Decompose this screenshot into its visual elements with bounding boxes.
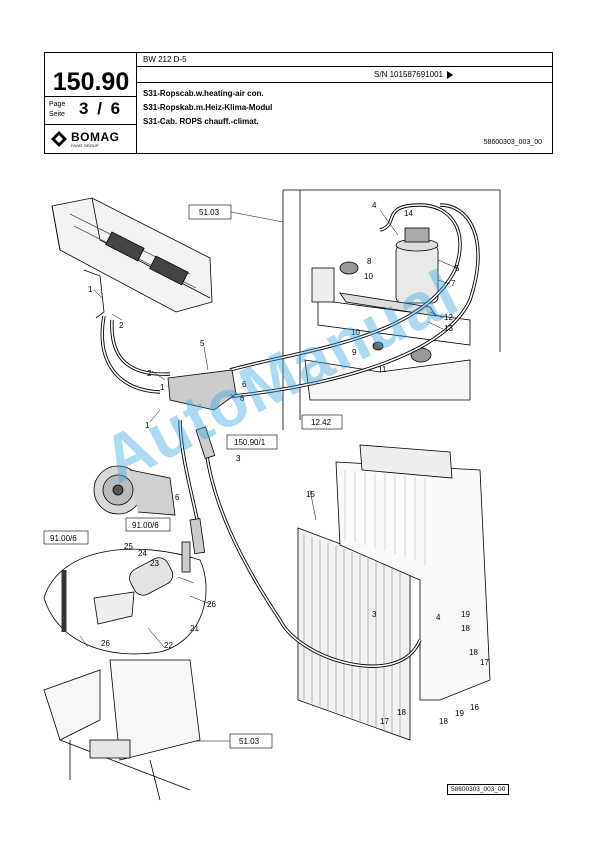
- brand-logo: BOMAG FAYAT GROUP: [45, 125, 137, 153]
- callout-label: 18: [469, 648, 478, 657]
- doc-reference: 58600303_003_00: [483, 139, 542, 146]
- brand-subtitle: FAYAT GROUP: [71, 143, 99, 148]
- header-block: 150.90 Page Seite 3 / 6 BOMAG FAYAT GROU…: [44, 52, 553, 154]
- callout-label: 3: [236, 454, 241, 463]
- ref-box-12-42: [301, 414, 343, 430]
- ref-label-51-03-top: 51.03: [199, 208, 220, 217]
- callout-label: 13: [444, 324, 453, 333]
- callout-label: 3: [372, 610, 377, 619]
- title-fr: S31-Cab. ROPS chauff.-climat.: [143, 117, 259, 126]
- callout-label: 4: [436, 613, 441, 622]
- callout-label: 14: [404, 209, 413, 218]
- ref-box-51-03-top: [188, 204, 232, 220]
- callout-label: 8: [367, 257, 372, 266]
- ref-label-91-00-6-left: 91.00/6: [50, 534, 77, 543]
- model-row: BW 212 D-5: [137, 53, 553, 67]
- page-label-de: Seite: [49, 111, 65, 118]
- callout-label: 17: [380, 717, 389, 726]
- callout-label: 7: [451, 279, 456, 288]
- parts-drawing: 51.03 12.42 150.90/1 91.00/6 91.00/6 51.…: [43, 189, 501, 801]
- ref-label-150-90-1: 150.90/1: [234, 438, 266, 447]
- callout-label: 18: [439, 717, 448, 726]
- condenser-illustration: [297, 444, 491, 741]
- callout-label: 19: [461, 610, 470, 619]
- receiver-drier-illustration: [339, 227, 439, 363]
- ref-box-150-90-1: [226, 434, 278, 450]
- play-arrow-icon: [447, 71, 453, 79]
- callout-label: 26: [207, 600, 216, 609]
- model-name: BW 212 D-5: [143, 55, 187, 64]
- page-indicator: Page Seite 3 / 6: [45, 97, 137, 125]
- fittings-illustration: [167, 369, 237, 573]
- callout-label: 2: [119, 321, 124, 330]
- ref-label-51-03-bottom: 51.03: [239, 737, 260, 746]
- callout-label: 26: [101, 639, 110, 648]
- compressor-illustration: [93, 465, 176, 516]
- page-fraction: 3 / 6: [79, 99, 122, 119]
- ref-label-91-00-6-right: 91.00/6: [132, 521, 159, 530]
- page-total: 6: [110, 99, 123, 118]
- callout-label: 5: [200, 339, 205, 348]
- serial-row: S/N 101587691001: [137, 67, 553, 83]
- serial-number: S/N 101587691001: [374, 70, 443, 79]
- callout-label: 18: [397, 708, 406, 717]
- page-labels: Page Seite: [49, 100, 65, 120]
- ref-box-91-00-6-left: [43, 530, 89, 545]
- heater-unit-illustration: [51, 197, 213, 319]
- header-left-panel: 150.90 Page Seite 3 / 6 BOMAG FAYAT GROU…: [45, 53, 137, 153]
- callout-label: 10: [351, 328, 360, 337]
- callout-label: 1: [88, 285, 93, 294]
- page-current: 3: [79, 99, 91, 118]
- title-de: S31-Ropskab.m.Heiz-Klima-Modul: [143, 103, 273, 112]
- callout-label: 21: [190, 624, 199, 633]
- callout-group: 1 2 2 1 5 6 3 4 14 8 10 5 7 12 13 10 9 1…: [88, 201, 489, 726]
- callout-label: 1: [145, 421, 150, 430]
- callout-label: 11: [378, 365, 387, 374]
- callout-label: 25: [124, 542, 133, 551]
- callout-label: 6: [242, 380, 247, 389]
- callout-label: 10: [364, 272, 373, 281]
- page-label-en: Page: [49, 101, 66, 108]
- callout-label: 4: [372, 201, 377, 210]
- chassis-illustration: [43, 659, 201, 801]
- callout-label: 15: [306, 490, 315, 499]
- callout-label: 16: [470, 703, 479, 712]
- callout-label: 2: [147, 369, 152, 378]
- callout-label: 6: [240, 394, 245, 403]
- callout-label: 18: [461, 624, 470, 633]
- title-list: S31-Ropscab.w.heating-air con. S31-Ropsk…: [143, 87, 272, 129]
- callout-label: 24: [138, 549, 147, 558]
- callout-label: 23: [150, 559, 159, 568]
- ref-box-91-00-6-right: [125, 517, 171, 532]
- drier-inset-illustration: [43, 548, 207, 655]
- ref-label-12-42: 12.42: [311, 418, 332, 427]
- callout-label: 19: [455, 709, 464, 718]
- callout-label: 22: [164, 641, 173, 650]
- page-separator: /: [97, 99, 104, 118]
- callout-label: 12: [444, 313, 453, 322]
- leader-lines: [79, 209, 458, 742]
- callout-label: 6: [175, 493, 180, 502]
- callout-label: 17: [480, 658, 489, 667]
- callout-label: 9: [352, 348, 357, 357]
- callout-label: 1: [160, 383, 165, 392]
- brand-name: BOMAG: [71, 130, 120, 144]
- callout-label: 5: [455, 264, 460, 273]
- title-en: S31-Ropscab.w.heating-air con.: [143, 89, 264, 98]
- bomag-diamond-icon: [51, 131, 67, 147]
- page-number: 150.90: [45, 67, 137, 97]
- footer-reference: 58600303_003_00: [447, 784, 510, 795]
- ref-box-51-03-bottom: [229, 733, 273, 749]
